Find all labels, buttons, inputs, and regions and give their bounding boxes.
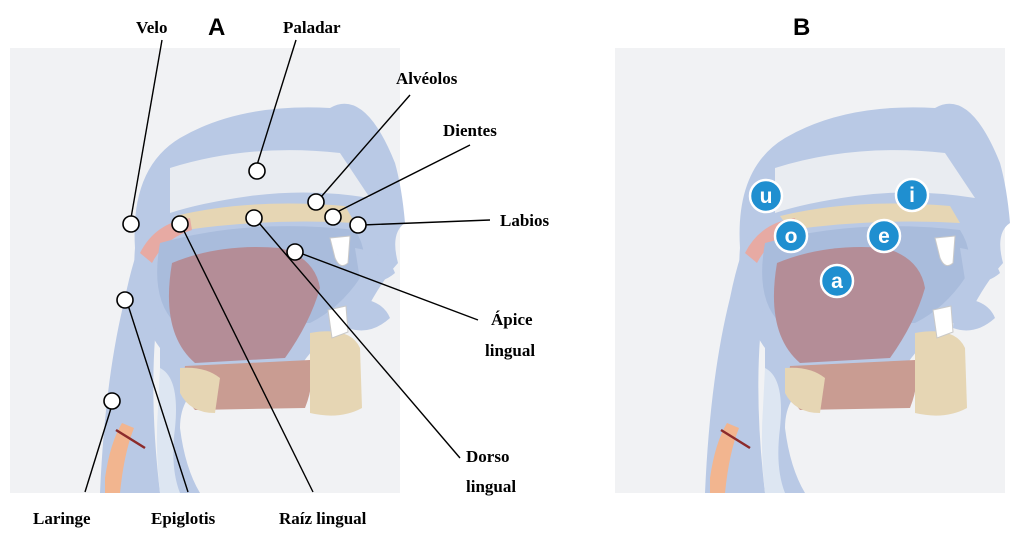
panel-b-letter: B bbox=[793, 14, 810, 41]
vowel-e: e bbox=[868, 220, 900, 252]
label-dorso-line1: Dorso bbox=[466, 447, 509, 466]
point-dorso bbox=[246, 210, 262, 226]
vowel-o: o bbox=[775, 220, 807, 252]
vowel-a: a bbox=[821, 265, 853, 297]
label-alveolos: Alvéolos bbox=[396, 69, 458, 88]
vowel-o-label: o bbox=[785, 225, 798, 248]
label-paladar: Paladar bbox=[283, 18, 341, 37]
label-epiglotis: Epiglotis bbox=[151, 509, 216, 528]
label-velo: Velo bbox=[136, 18, 168, 37]
vowel-i-label: i bbox=[909, 184, 915, 207]
label-apice-line1: Ápice bbox=[491, 310, 533, 329]
point-alveolos bbox=[308, 194, 324, 210]
point-apice bbox=[287, 244, 303, 260]
vowel-a-label: a bbox=[831, 270, 843, 293]
point-laringe bbox=[104, 393, 120, 409]
label-dientes: Dientes bbox=[443, 121, 497, 140]
point-raiz bbox=[172, 216, 188, 232]
point-velo bbox=[123, 216, 139, 232]
label-raiz: Raíz lingual bbox=[279, 509, 367, 528]
label-apice-line2: lingual bbox=[485, 341, 535, 360]
vowel-u-label: u bbox=[760, 185, 773, 208]
vowel-i: i bbox=[896, 179, 928, 211]
vowel-e-label: e bbox=[878, 225, 890, 248]
point-paladar bbox=[249, 163, 265, 179]
label-labios: Labios bbox=[500, 211, 550, 230]
point-labios bbox=[350, 217, 366, 233]
panel-a-letter: A bbox=[208, 14, 225, 41]
label-dorso-line2: lingual bbox=[466, 477, 516, 496]
label-laringe: Laringe bbox=[33, 509, 91, 528]
panel-b-illustration bbox=[615, 48, 1010, 493]
point-epiglotis bbox=[117, 292, 133, 308]
vowel-u: u bbox=[750, 180, 782, 212]
point-dientes bbox=[325, 209, 341, 225]
